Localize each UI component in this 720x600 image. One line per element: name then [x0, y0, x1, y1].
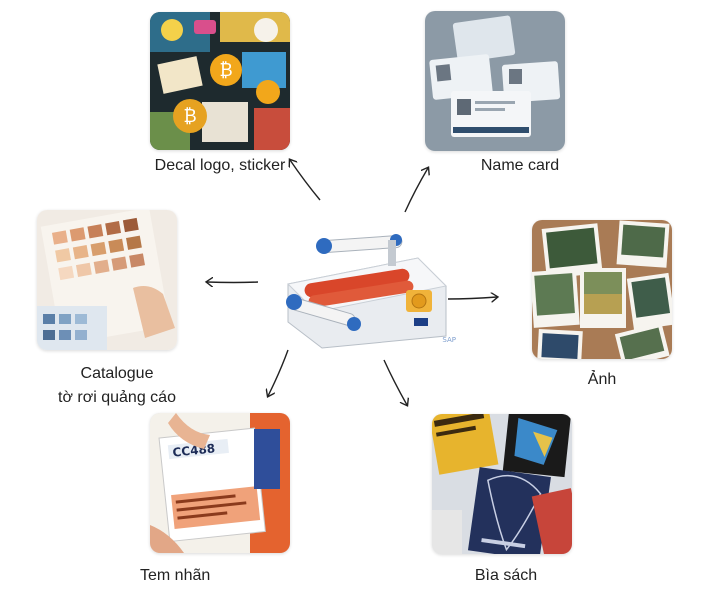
book-covers-photo-icon	[432, 414, 572, 554]
catalogue-label-line-1: Catalogue	[80, 365, 154, 382]
arrow-to-label	[268, 349, 289, 396]
catalogue-image	[37, 210, 177, 350]
bookcover-image	[432, 414, 572, 554]
instant-photos-photo-icon	[532, 220, 672, 359]
namecard-label: Name card	[480, 157, 560, 174]
svg-text:₿: ₿	[183, 106, 196, 127]
product-label-label: Tem nhãn	[140, 567, 211, 584]
color-swatch-catalogue-photo-icon	[37, 210, 177, 350]
photo-image	[532, 220, 672, 359]
laminator-machine-icon: SAP	[286, 234, 456, 349]
decal-label: Decal logo, sticker	[154, 157, 286, 174]
svg-text:₿: ₿	[219, 60, 232, 81]
catalogue-label-line-2: tờ rơi quảng cáo	[58, 389, 176, 406]
product-label-photo-icon: CC488	[150, 413, 290, 553]
photo-label: Ảnh	[587, 371, 617, 388]
arrow-to-namecard	[404, 168, 428, 213]
laminator-machine-image: SAP	[268, 226, 468, 356]
arrow-to-bookcover	[383, 359, 407, 405]
stickers-photo-icon: ₿ ₿	[150, 12, 290, 150]
svg-text:SAP: SAP	[442, 336, 456, 344]
bookcover-label: Bìa sách	[474, 567, 538, 584]
catalogue-label: Catalogue tờ rơi quảng cáo	[17, 362, 217, 410]
arrow-to-catalogue	[207, 282, 259, 283]
id-badges-photo-icon	[425, 11, 565, 151]
product-label-image: CC488	[150, 413, 290, 553]
namecard-image	[425, 11, 565, 151]
decal-sticker-image: ₿ ₿	[150, 12, 290, 150]
